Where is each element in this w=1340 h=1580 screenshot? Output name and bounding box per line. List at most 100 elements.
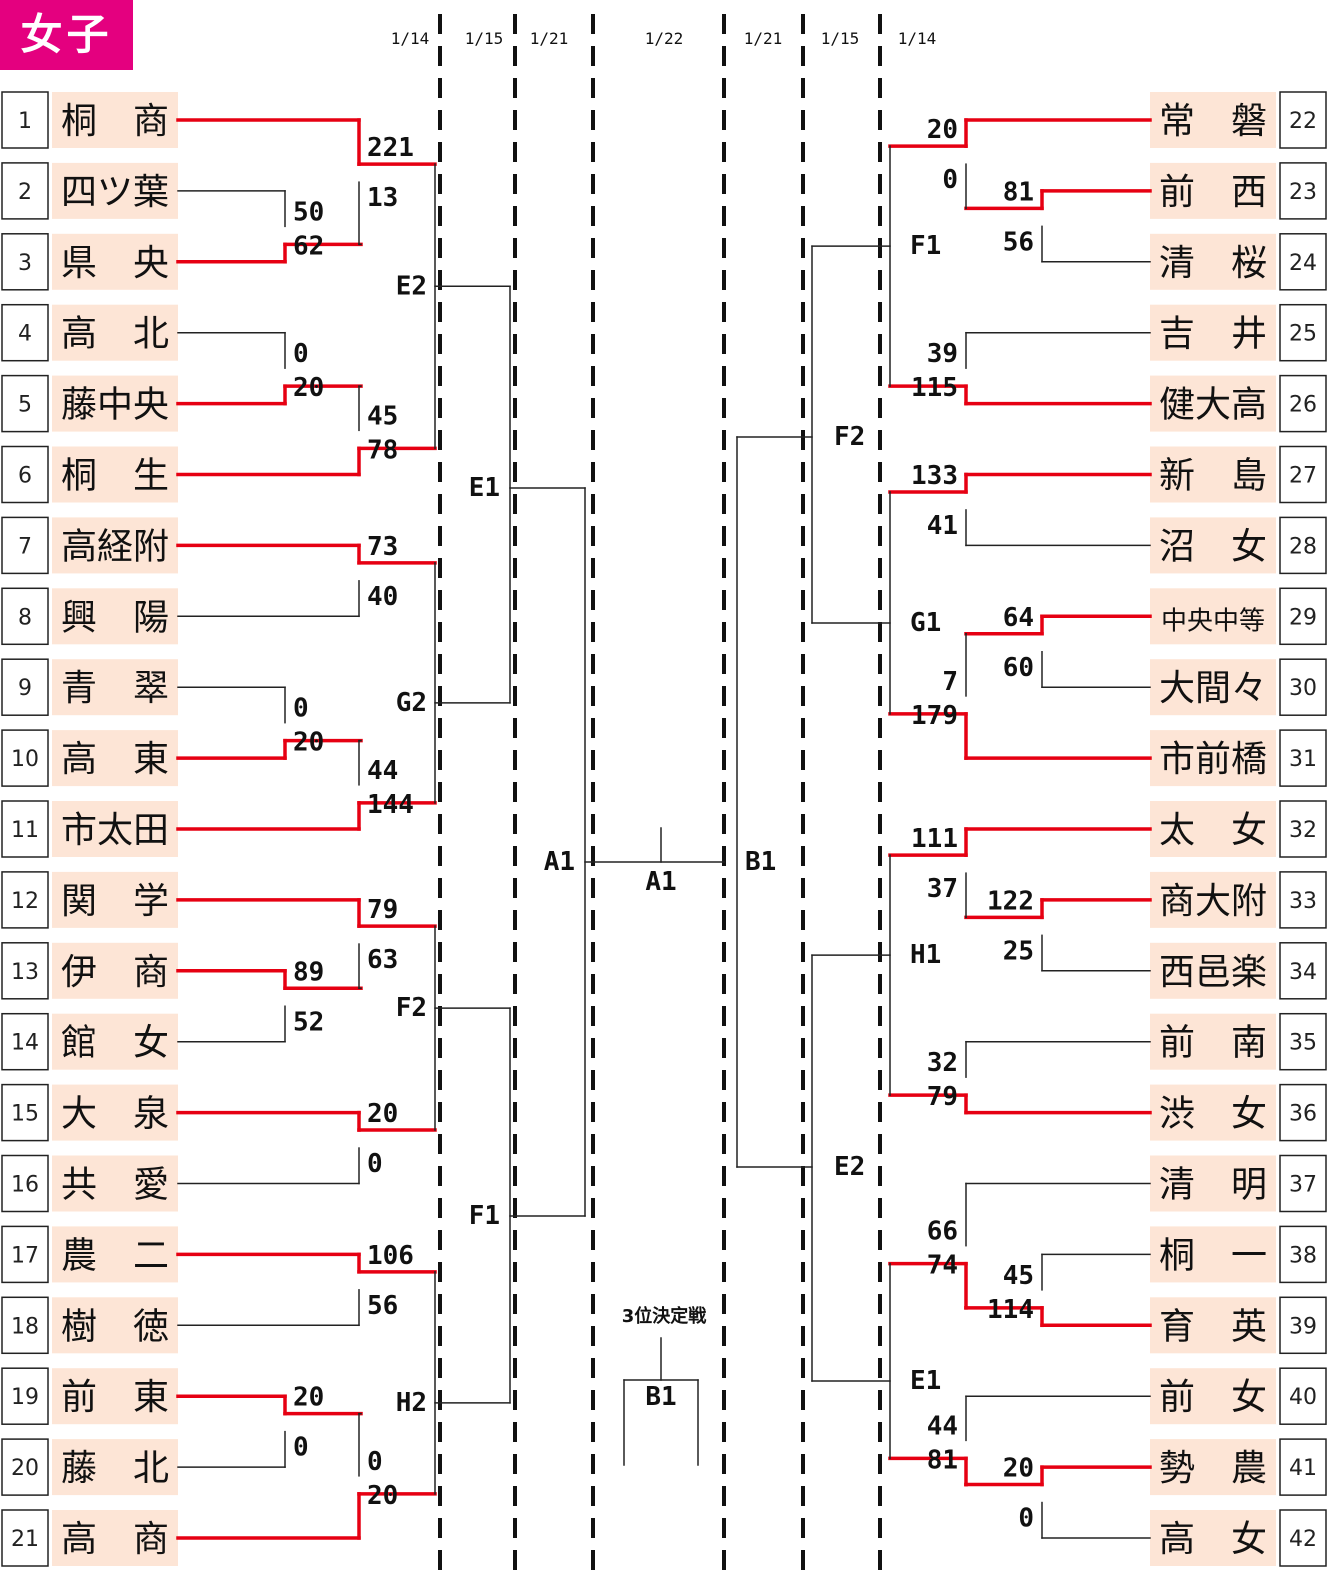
team-name-box: [1150, 730, 1276, 787]
seed-box: [1279, 516, 1327, 575]
team-name-box: [1150, 1297, 1276, 1354]
score-top: 20: [1003, 1454, 1034, 1484]
score-top: 0: [293, 694, 309, 724]
bracket-title: 女子: [0, 0, 133, 70]
score-top: 20: [293, 1383, 324, 1413]
team-name-box: [52, 517, 178, 574]
team-name: 興 陽: [61, 597, 169, 638]
team-name: 館 女: [61, 1023, 169, 1064]
seed-box: [1279, 445, 1327, 504]
team-name-box: [1150, 659, 1276, 716]
score-bottom: 37: [927, 874, 958, 904]
seed-box: [1279, 162, 1327, 220]
seed-box: [1, 516, 49, 575]
seed-box: [1279, 303, 1327, 362]
team-name-box: [52, 942, 178, 999]
score-bottom: 0: [942, 165, 958, 195]
score-top: 0: [367, 1447, 383, 1477]
score-bottom: 0: [1018, 1504, 1034, 1534]
score-top: 44: [927, 1411, 958, 1441]
score-bottom: 79: [927, 1082, 958, 1112]
score-bottom: 40: [367, 582, 398, 612]
score-top: 7: [942, 667, 958, 697]
team-name: 中央中等: [1161, 606, 1265, 636]
score-bottom: 56: [367, 1291, 398, 1321]
seed-number: 16: [11, 1173, 39, 1198]
score-top: 81: [1003, 177, 1034, 207]
team-name-box: [1150, 1155, 1276, 1212]
team-name: 青 翠: [61, 668, 169, 709]
team-name-box: [1150, 1084, 1276, 1141]
seed-box: [1, 1509, 49, 1567]
game-label: E1: [469, 473, 500, 503]
seed-number: 36: [1289, 1102, 1317, 1127]
seed-box: [1, 233, 49, 291]
seed-number: 20: [11, 1456, 39, 1481]
game-label: A1: [544, 847, 575, 877]
score-bottom: 62: [293, 231, 324, 261]
score-top: 89: [293, 957, 324, 987]
team-name: 育 英: [1159, 1306, 1267, 1347]
team-name: 太 女: [1159, 810, 1267, 851]
team-name: 高 東: [61, 739, 169, 780]
score-top: 0: [293, 339, 309, 369]
seed-box: [1, 729, 49, 787]
seed-box: [1279, 800, 1327, 858]
score-bottom: 52: [293, 1007, 324, 1037]
team-name-box: [1150, 517, 1276, 574]
team-name-box: [52, 1510, 178, 1566]
score-top: 106: [367, 1241, 414, 1271]
seed-box: [1279, 658, 1327, 716]
seed-box: [1, 374, 49, 433]
seed-number: 18: [11, 1314, 39, 1339]
seed-box: [1279, 1296, 1327, 1355]
score-bottom: 20: [367, 1481, 398, 1511]
score-bottom: 13: [367, 183, 398, 213]
score-bottom: 144: [367, 790, 414, 820]
seed-number: 12: [11, 889, 39, 914]
seed-box: [1279, 233, 1327, 291]
score-top: 221: [367, 133, 414, 163]
seed-number: 13: [11, 960, 39, 985]
team-name: 清 桜: [1159, 243, 1267, 284]
score-bottom: 179: [911, 701, 958, 731]
team-name-box: [52, 304, 178, 361]
seed-number: 21: [11, 1527, 39, 1552]
team-name-box: [1150, 1013, 1276, 1070]
score-bottom: 20: [293, 373, 324, 403]
seed-number: 8: [18, 605, 32, 630]
game-label: H2: [396, 1388, 427, 1418]
date-label: 1/15: [821, 29, 860, 48]
team-name-box: [1150, 446, 1276, 503]
seed-number: 29: [1289, 605, 1317, 630]
team-name: 常 磐: [1159, 101, 1267, 142]
seed-box: [1279, 1438, 1327, 1496]
team-name-box: [1150, 375, 1276, 432]
team-name-box: [52, 1013, 178, 1070]
seed-number: 24: [1289, 251, 1317, 276]
final-label: A1: [645, 867, 676, 897]
score-top: 45: [1003, 1261, 1034, 1291]
seed-number: 25: [1289, 322, 1317, 347]
game-label: E1: [910, 1366, 941, 1396]
score-bottom: 25: [1003, 936, 1034, 966]
score-top: 20: [927, 115, 958, 145]
team-name-box: [1150, 1439, 1276, 1496]
seed-box: [1, 871, 49, 929]
score-bottom: 78: [367, 435, 398, 465]
seed-box: [1, 942, 49, 1000]
date-label: 1/21: [530, 29, 569, 48]
seed-box: [1, 1438, 49, 1496]
team-name: 県 央: [61, 243, 169, 284]
team-name-box: [1150, 233, 1276, 290]
game-label: G2: [396, 688, 427, 718]
team-name-box: [1150, 92, 1276, 148]
team-name-box: [52, 1439, 178, 1496]
date-label: 1/21: [744, 29, 783, 48]
seed-number: 17: [11, 1243, 39, 1268]
team-name: 西邑楽: [1159, 952, 1267, 993]
seed-number: 34: [1289, 960, 1317, 985]
team-name: 四ツ葉: [61, 172, 169, 213]
score-bottom: 114: [987, 1295, 1034, 1325]
score-top: 50: [293, 197, 324, 227]
